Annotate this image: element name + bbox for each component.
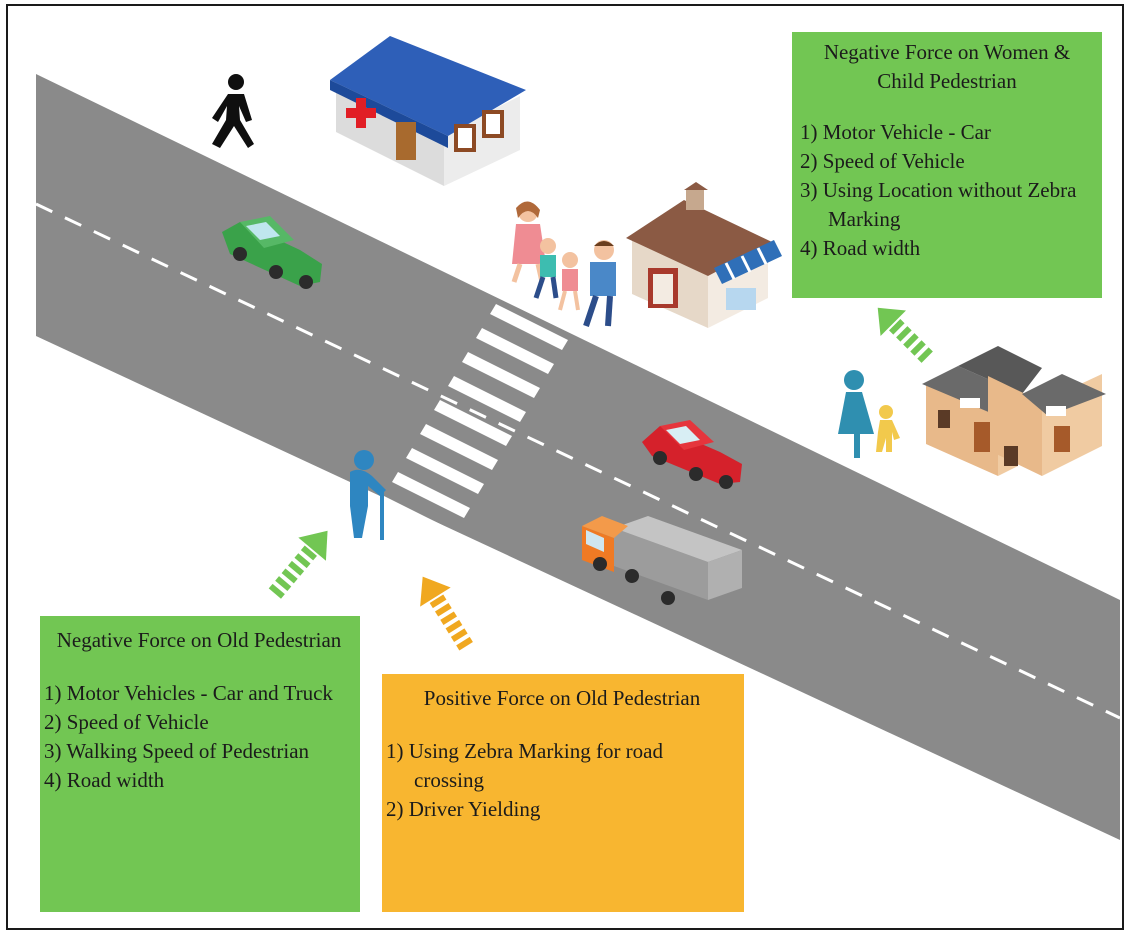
family-pedestrians-icon xyxy=(511,201,616,327)
diagram-frame: Negative Force on Women & Child Pedestri… xyxy=(6,4,1124,930)
arrow-to-women-box xyxy=(877,307,933,363)
factor-item: 3) Using Location without Zebra Marking xyxy=(800,178,1077,231)
box-title: Negative Force on Women & Child Pedestri… xyxy=(823,40,1071,93)
walking-man-icon xyxy=(212,74,254,148)
factor-item: 1) Motor Vehicle - Car xyxy=(800,120,991,144)
negative-force-old-pedestrian-box: Negative Force on Old Pedestrian 1) Moto… xyxy=(40,616,360,912)
green-car-icon xyxy=(222,216,322,289)
factor-item: 4) Road width xyxy=(44,768,165,792)
cross-symbol-icon xyxy=(346,98,376,128)
old-man-with-cane-icon xyxy=(350,450,386,540)
factor-list: 1) Motor Vehicle - Car 2) Speed of Vehic… xyxy=(800,118,1094,263)
factor-item: 2) Driver Yielding xyxy=(386,797,541,821)
red-car-icon xyxy=(642,420,742,489)
woman-and-child-icon xyxy=(838,370,900,458)
street-scene xyxy=(35,36,1121,840)
orange-truck-icon xyxy=(582,516,742,605)
factor-item: 4) Road width xyxy=(800,236,921,260)
factor-item: 1) Motor Vehicles - Car and Truck xyxy=(44,681,333,705)
factor-item: 1) Using Zebra Marking for road crossing xyxy=(386,739,663,792)
hospital-building-icon xyxy=(330,36,526,186)
factor-item: 2) Speed of Vehicle xyxy=(44,710,209,734)
box-title: Negative Force on Old Pedestrian xyxy=(56,628,342,652)
townhouse-icon xyxy=(922,346,1106,476)
factor-item: 2) Speed of Vehicle xyxy=(800,149,965,173)
factor-item: 3) Walking Speed of Pedestrian xyxy=(44,739,310,763)
arrow-to-old-positive-box xyxy=(420,576,473,651)
shop-building-icon xyxy=(626,182,782,328)
arrow-to-old-negative-box xyxy=(268,530,328,599)
factor-list: 1) Using Zebra Marking for road crossing… xyxy=(386,737,738,824)
negative-force-women-child-box: Negative Force on Women & Child Pedestri… xyxy=(792,32,1102,298)
positive-force-old-pedestrian-box: Positive Force on Old Pedestrian 1) Usin… xyxy=(382,674,744,912)
zebra-crossing xyxy=(378,304,568,540)
factor-list: 1) Motor Vehicles - Car and Truck 2) Spe… xyxy=(44,679,354,795)
box-title: Positive Force on Old Pedestrian xyxy=(423,686,701,710)
road-center-line xyxy=(35,202,1121,720)
